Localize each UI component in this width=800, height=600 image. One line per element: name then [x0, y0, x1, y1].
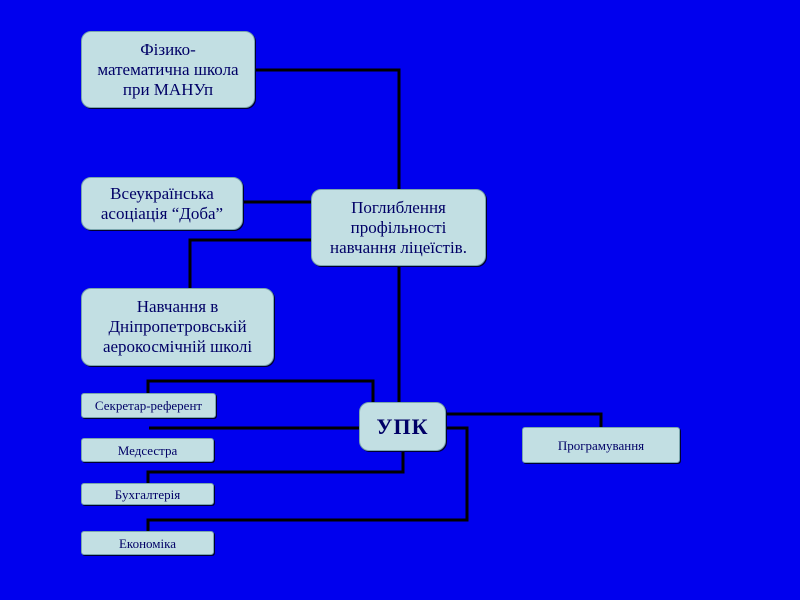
- node-upk-label: УПК: [376, 413, 429, 439]
- node-aerospace-school-label: Навчання в Дніпропетровській аерокосмічн…: [102, 297, 253, 356]
- node-accounting-label: Бухгалтерія: [114, 486, 181, 502]
- node-fizmat-school-label: Фізико- математична школа при МАНУп: [97, 39, 239, 99]
- node-doba-association-label: Всеукраїнська асоціація “Доба”: [100, 183, 224, 223]
- node-aerospace-school: Навчання в Дніпропетровській аерокосмічн…: [81, 288, 274, 366]
- node-secretary: Секретар-референт: [81, 393, 216, 418]
- connector-economics-upk: [146, 426, 469, 532]
- node-economics-label: Економіка: [118, 535, 177, 551]
- node-profile-deepening-label: Поглиблення профільності навчання ліцеїс…: [330, 197, 467, 257]
- node-economics: Економіка: [81, 531, 214, 555]
- connector-fizmat-profile: [253, 68, 401, 190]
- node-profile-deepening: Поглиблення профільності навчання ліцеїс…: [311, 189, 486, 266]
- connector-aerospace-profile: [188, 238, 313, 288]
- node-upk: УПК: [359, 402, 446, 451]
- node-programming: Програмування: [522, 427, 680, 463]
- node-programming-label: Програмування: [557, 437, 645, 453]
- connector-accounting-upk: [146, 450, 405, 484]
- node-nurse-label: Медсестра: [117, 442, 178, 458]
- node-doba-association: Всеукраїнська асоціація “Доба”: [81, 177, 243, 230]
- node-secretary-label: Секретар-референт: [94, 398, 203, 413]
- node-accounting: Бухгалтерія: [81, 483, 214, 505]
- connector-upk-programming: [445, 412, 603, 428]
- node-fizmat-school: Фізико- математична школа при МАНУп: [81, 31, 255, 108]
- node-nurse: Медсестра: [81, 438, 214, 462]
- connector-secretary-upk: [146, 379, 375, 402]
